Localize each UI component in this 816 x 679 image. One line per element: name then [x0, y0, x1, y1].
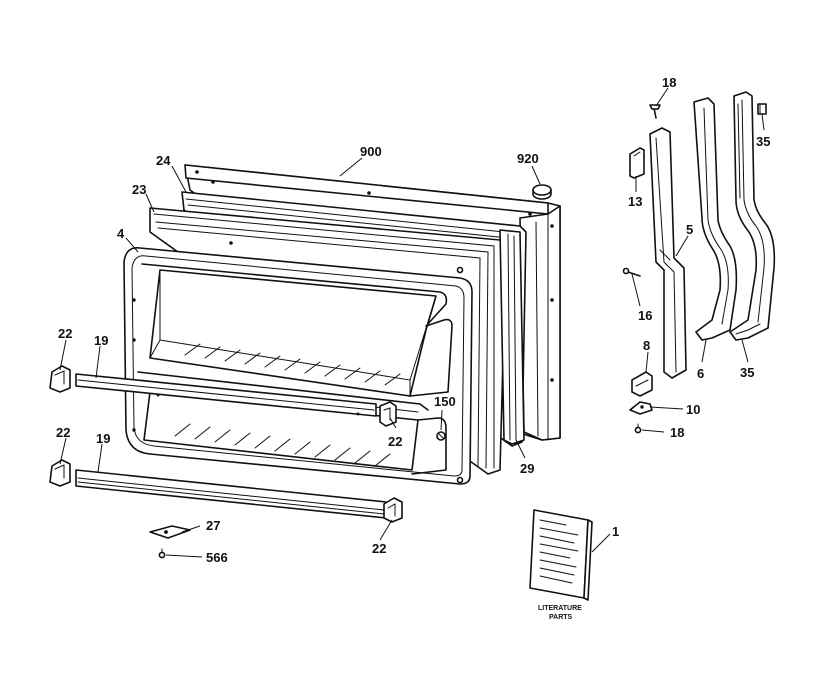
label-920: 920	[517, 151, 539, 166]
label-35-trim: 35	[740, 365, 754, 380]
label-22-upper-right: 22	[388, 434, 402, 449]
handle-trim-35	[729, 91, 776, 341]
label-19-lower: 19	[96, 431, 110, 446]
label-10: 10	[686, 402, 700, 417]
label-19-upper: 19	[94, 333, 108, 348]
label-4: 4	[117, 226, 125, 241]
label-8: 8	[643, 338, 650, 353]
label-22-lower-right: 22	[372, 541, 386, 556]
literature-text-lines	[539, 519, 579, 584]
label-35-cap: 35	[756, 134, 770, 149]
door-frame	[499, 229, 525, 445]
lower-shelf-ribs	[174, 423, 391, 467]
label-23: 23	[132, 182, 146, 197]
screw-18-top	[649, 104, 661, 119]
label-13: 13	[628, 194, 642, 209]
label-16: 16	[638, 308, 652, 323]
end-cap-upper-right	[379, 401, 397, 427]
shelf-rail-lower	[75, 469, 387, 519]
label-22-upper-left: 22	[58, 326, 72, 341]
screw-150	[436, 431, 446, 441]
handle-6	[693, 97, 738, 341]
label-29: 29	[520, 461, 534, 476]
handle-trim-5	[649, 127, 687, 379]
clip-10	[629, 401, 653, 415]
plate-27	[149, 525, 191, 539]
label-18-top: 18	[662, 75, 676, 90]
label-1: 1	[612, 524, 619, 539]
literature-booklet	[529, 509, 593, 601]
upper-shelf-ribs	[184, 343, 401, 386]
label-22-lower-left: 22	[56, 425, 70, 440]
label-6: 6	[697, 366, 704, 381]
shelf-rail-upper	[75, 373, 377, 417]
inner-door-liner	[123, 241, 473, 485]
end-cap-upper-left	[49, 365, 71, 393]
label-27: 27	[206, 518, 220, 533]
screw-566	[158, 548, 166, 559]
end-cap-lower-right	[383, 497, 403, 523]
end-cap-lower-left	[49, 459, 71, 487]
label-150: 150	[434, 394, 456, 409]
screw-16	[622, 267, 641, 277]
label-24: 24	[156, 153, 171, 168]
leader-lines	[59, 87, 765, 558]
cover-13	[629, 147, 645, 179]
literature-caption-line2: PARTS	[549, 614, 573, 621]
label-900: 900	[360, 144, 382, 159]
screw-18-bottom	[634, 423, 642, 434]
cap-35	[757, 103, 767, 115]
bracket-8	[631, 371, 653, 397]
label-5: 5	[686, 222, 693, 237]
part-labels: 900 920 24 23 4 22 19 22 22 19 22 150 29…	[56, 75, 770, 621]
label-566: 566	[206, 550, 228, 565]
plug-button	[532, 184, 552, 200]
literature-caption-line1: LITERATURE	[538, 605, 582, 612]
label-18-bottom: 18	[670, 425, 684, 440]
